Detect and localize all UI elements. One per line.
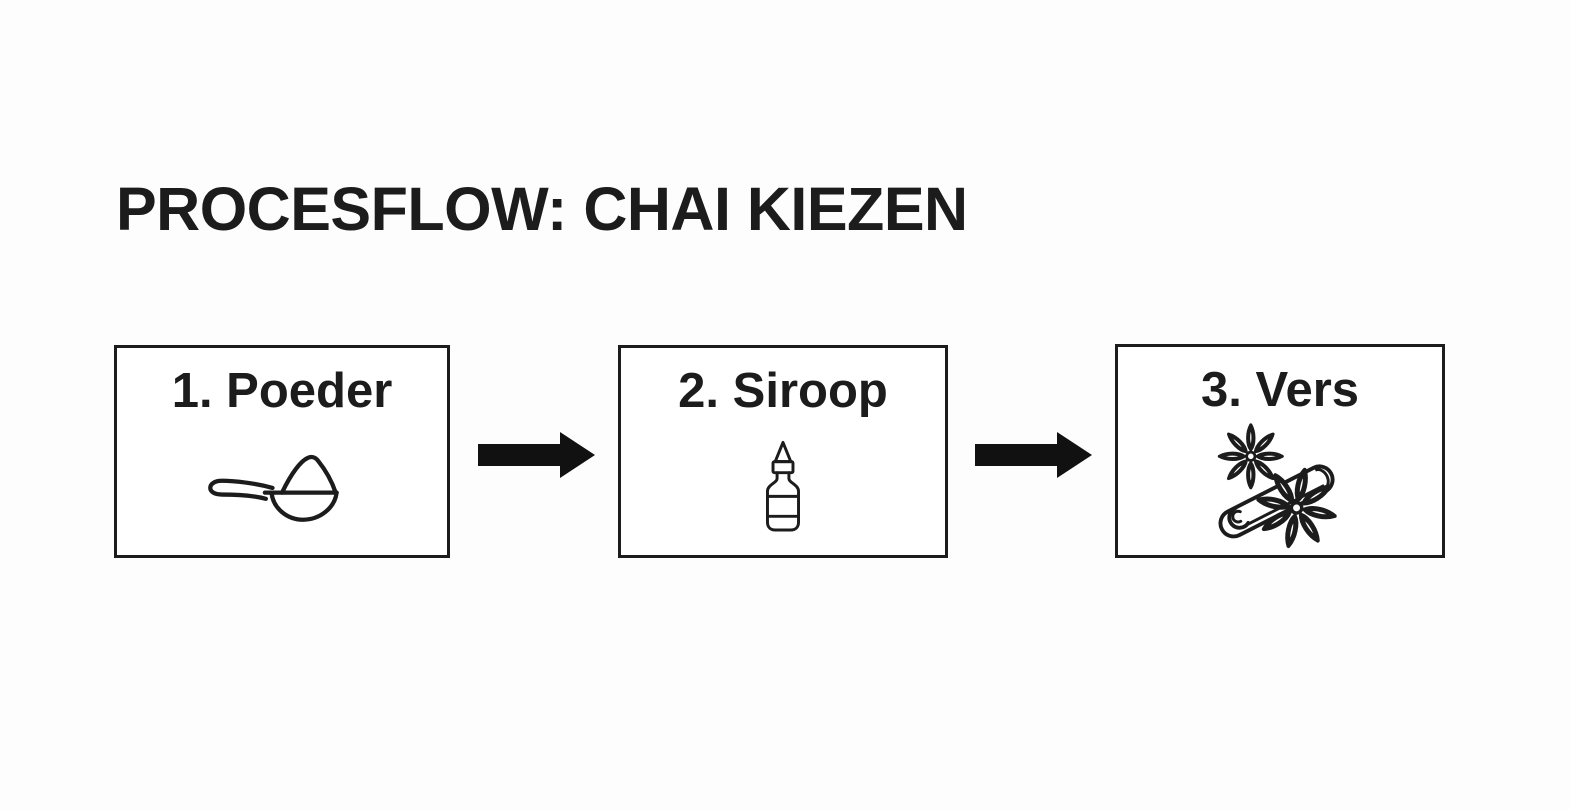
arrow-right-icon: [478, 430, 595, 480]
step-box-poeder: 1. Poeder: [114, 345, 450, 558]
step-label: 1. Poeder: [171, 364, 393, 418]
arrow-right-icon: [975, 430, 1092, 480]
star-anise-cinnamon-icon: [1118, 416, 1442, 555]
step-box-siroop: 2. Siroop: [618, 345, 948, 558]
step-label: 2. Siroop: [678, 364, 888, 418]
dropper-bottle-icon: [621, 417, 945, 555]
step-label: 3. Vers: [1200, 363, 1360, 417]
page-title: PROCESFLOW: CHAI KIEZEN: [116, 175, 968, 243]
spoon-powder-icon: [117, 417, 447, 555]
step-box-vers: 3. Vers: [1115, 344, 1445, 558]
